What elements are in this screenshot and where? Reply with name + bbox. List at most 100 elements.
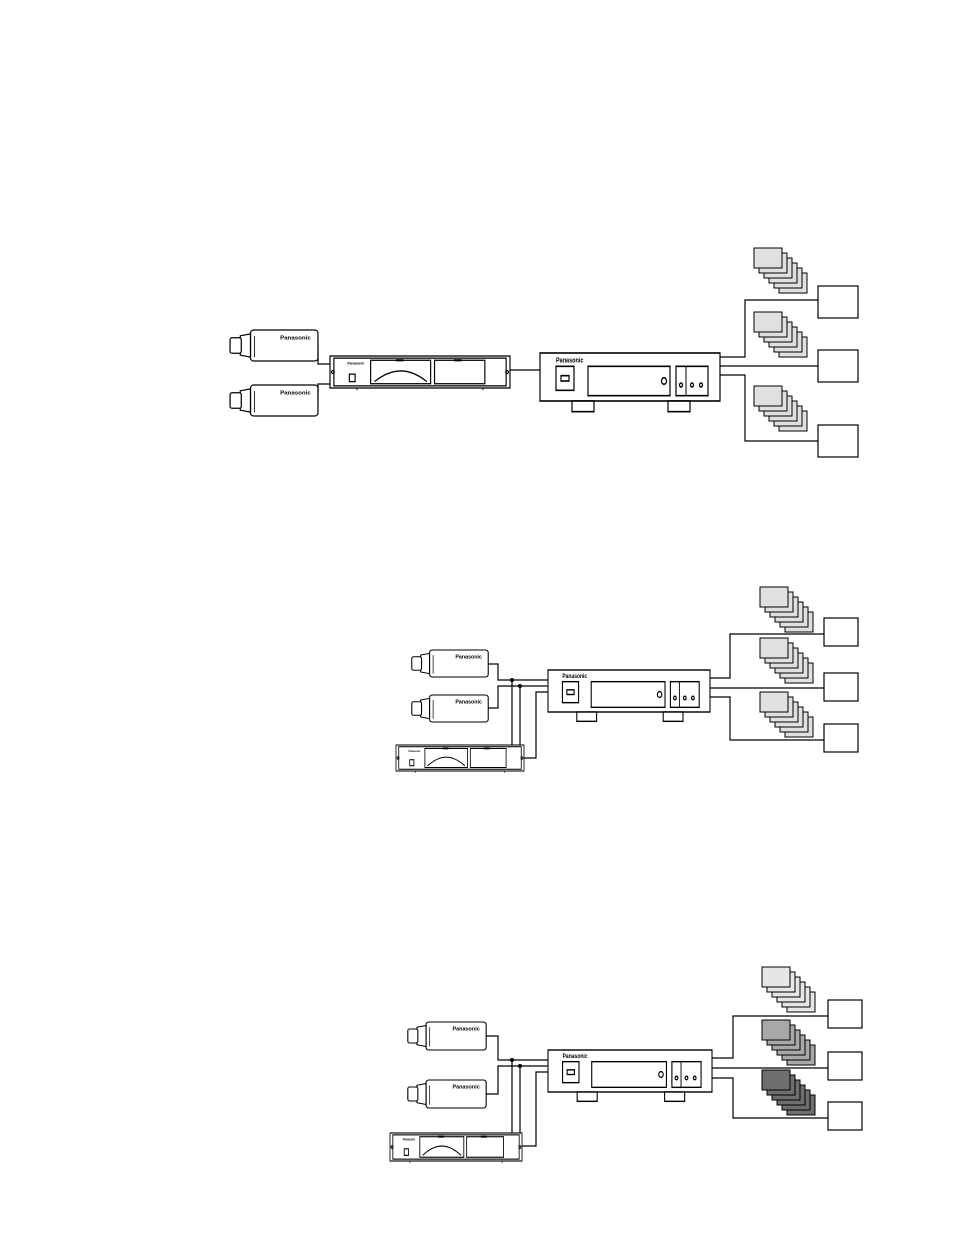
foot — [662, 711, 684, 723]
camera-brand-label: Panasonic — [455, 700, 482, 706]
foot — [664, 1091, 686, 1103]
tape-reel-arc — [422, 1145, 462, 1156]
monitor-stack — [761, 966, 816, 1013]
controller-chassis — [539, 352, 721, 402]
cable — [488, 685, 548, 709]
monitor-screen — [761, 1019, 791, 1041]
rack-hole-icon — [505, 369, 510, 375]
camera: Panasonic — [229, 329, 319, 362]
camera-lens-housing — [416, 1082, 427, 1106]
cable — [712, 1015, 828, 1059]
rack-hole-icon — [520, 756, 524, 760]
jack-icon — [674, 1075, 679, 1081]
camera-lens — [407, 1028, 419, 1044]
recorder-chassis — [395, 744, 525, 772]
camera-lens — [229, 337, 242, 354]
recorder: Panasonic — [389, 1132, 523, 1163]
controller: Panasonic — [539, 352, 721, 413]
power-switch — [348, 373, 356, 383]
controller-button — [562, 1060, 580, 1084]
cable — [486, 1035, 548, 1061]
camera-lens-housing — [420, 697, 431, 720]
jack-icon — [692, 1075, 697, 1081]
rack-hole-icon — [390, 1145, 394, 1149]
indicator — [484, 747, 490, 750]
cable — [710, 633, 824, 679]
controller-display — [587, 365, 671, 397]
jack-icon — [673, 695, 677, 701]
rack-hole-icon — [330, 369, 335, 375]
controller: Panasonic — [547, 1049, 713, 1103]
foot — [576, 1091, 598, 1103]
recorder-brand-label: Panasonic — [408, 749, 420, 753]
cable — [712, 1077, 828, 1119]
foot — [667, 400, 691, 413]
output-monitor — [817, 424, 859, 458]
output-monitor — [823, 672, 859, 702]
monitor-stack — [753, 311, 808, 358]
camera: Panasonic — [229, 384, 319, 417]
cable — [522, 1071, 548, 1147]
controller-brand-label: Panasonic — [562, 674, 587, 681]
output-monitor — [817, 349, 859, 383]
camera: Panasonic — [411, 649, 489, 678]
monitor-screen — [753, 385, 783, 407]
controller-brand-label: Panasonic — [563, 1054, 589, 1061]
indicator — [395, 359, 404, 362]
camera-lens-housing — [239, 333, 252, 358]
camera-body — [249, 384, 319, 417]
connector-panel — [669, 680, 700, 709]
controller-brand-label: Panasonic — [556, 357, 584, 365]
connector-panel — [675, 365, 709, 397]
camera-brand-label: Panasonic — [455, 655, 482, 661]
camera-lens — [229, 392, 242, 409]
knob-icon — [656, 690, 663, 699]
controller-chassis — [547, 1049, 713, 1093]
knob-icon — [660, 376, 668, 386]
button-glyph — [566, 689, 575, 696]
monitor-stack — [753, 247, 808, 294]
junction-dot — [518, 684, 522, 688]
jack-icon — [678, 382, 684, 388]
cable — [486, 1065, 548, 1095]
jack-icon — [698, 382, 704, 388]
controller: Panasonic — [547, 669, 711, 723]
camera-lens — [411, 656, 423, 671]
monitor-stack — [759, 637, 814, 684]
monitor-stack — [761, 1069, 816, 1116]
output-monitor — [827, 1051, 863, 1081]
monitor-stack — [753, 385, 808, 432]
recorder-brand-label: Panasonic — [347, 361, 364, 365]
recorder-chassis — [329, 355, 511, 389]
cable — [710, 696, 824, 741]
cable — [720, 299, 818, 358]
indicator — [480, 1135, 487, 1138]
tape-reel-arc — [427, 756, 466, 767]
foot — [576, 711, 598, 723]
cable — [524, 691, 548, 759]
output-monitor — [827, 999, 863, 1029]
jack-icon — [689, 382, 695, 388]
camera-lens-housing — [416, 1024, 427, 1048]
junction-dot — [510, 678, 514, 682]
recorder-chassis — [389, 1132, 523, 1162]
controller-button — [555, 365, 575, 392]
monitor-stack — [759, 691, 814, 738]
camera-lens-housing — [239, 388, 252, 413]
jack-icon — [691, 695, 695, 701]
recorder: Panasonic — [395, 744, 525, 773]
power-switch — [403, 1148, 409, 1156]
camera-lens-housing — [420, 652, 431, 675]
rack-hole-icon — [518, 1145, 522, 1149]
camera-brand-label: Panasonic — [452, 1085, 479, 1091]
camera-brand-label: Panasonic — [280, 391, 311, 397]
controller-button — [561, 680, 580, 704]
jack-icon — [684, 1075, 689, 1081]
power-switch — [409, 759, 415, 767]
junction-dot — [510, 1058, 514, 1062]
output-monitor — [823, 617, 859, 647]
controller-display — [591, 1060, 667, 1089]
indicator — [438, 1135, 444, 1138]
